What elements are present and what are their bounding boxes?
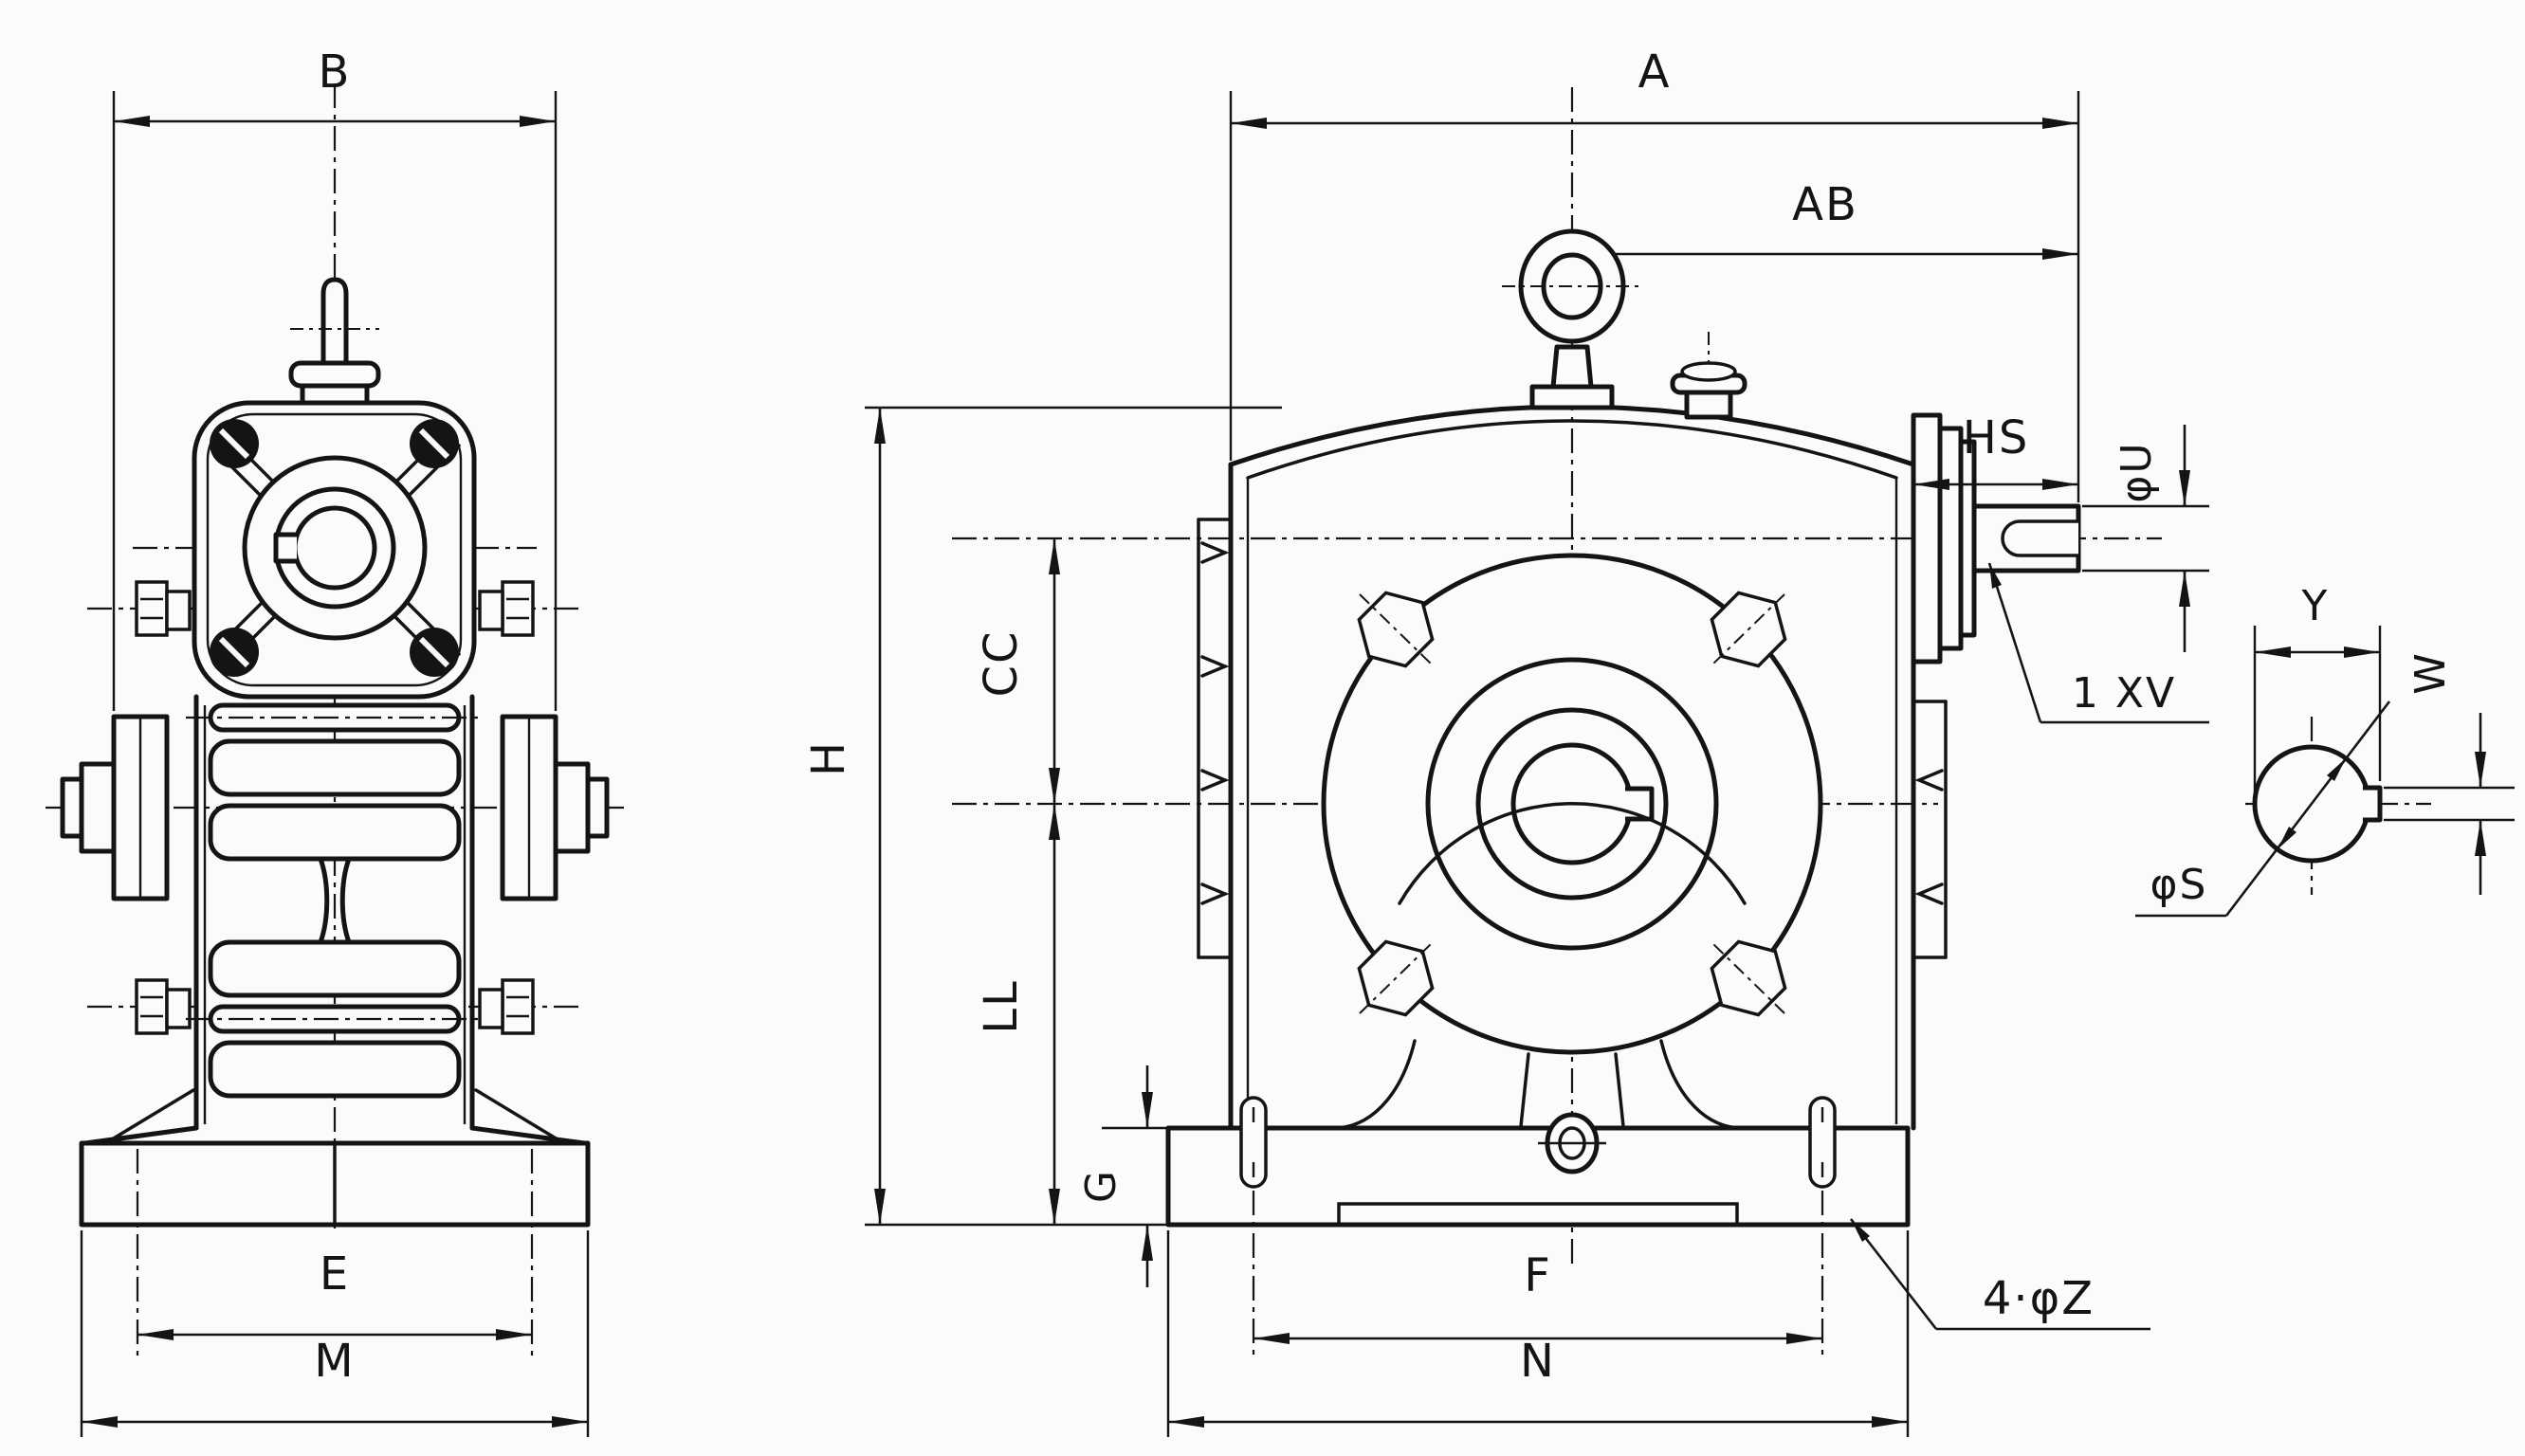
keyway-label: 1 XV xyxy=(2072,669,2176,718)
dimension-A: A xyxy=(1229,46,2080,502)
cooling-fins xyxy=(186,702,484,1099)
lifting-eye-bolt xyxy=(1502,228,1642,410)
dimension-Y: Y xyxy=(2253,582,2382,800)
cover-screws xyxy=(135,580,535,1035)
dim-label-CC: CC xyxy=(975,629,1028,697)
input-keyway-leader: 1 XV xyxy=(1987,562,2209,724)
dim-label-G: G xyxy=(1077,1169,1125,1203)
section-key xyxy=(2363,785,2383,823)
dim-label-phiS: φS xyxy=(2150,861,2208,909)
dimension-AB: AB xyxy=(1572,178,2078,260)
dim-label-E: E xyxy=(320,1247,350,1301)
dim-label-AB: AB xyxy=(1792,178,1858,231)
dimension-B: B xyxy=(112,46,558,711)
input-shaft-keyway xyxy=(2001,519,2078,557)
dim-label-F: F xyxy=(1524,1249,1552,1302)
dimension-N: N xyxy=(1166,1230,1910,1437)
dimension-E: E xyxy=(137,1247,532,1340)
output-shaft-left xyxy=(60,714,170,901)
dimension-G: G xyxy=(1077,1065,1168,1287)
input-flange-face xyxy=(192,400,477,700)
dimension-M: M xyxy=(80,1230,590,1437)
output-shaft-right xyxy=(500,714,610,901)
foot-slot-left xyxy=(1239,1096,1268,1189)
dim-label-M: M xyxy=(314,1335,355,1388)
face-hex-bolts xyxy=(1357,591,1787,1017)
front-view-base xyxy=(1165,1039,1911,1228)
dim-label-B: B xyxy=(319,46,352,99)
mounting-holes-label: 4·φZ xyxy=(1983,1272,2095,1325)
mounting-holes-leader: 4·φZ xyxy=(1849,1218,2150,1331)
dim-label-N: N xyxy=(1520,1335,1556,1388)
worm-wheel-face xyxy=(1321,553,1823,1055)
oil-fill-plug xyxy=(1670,332,1747,420)
dim-label-HS: HS xyxy=(1963,411,2030,464)
dim-label-Y: Y xyxy=(2301,582,2330,630)
dimension-W: W xyxy=(2384,651,2515,895)
housing-body xyxy=(1197,404,1948,1131)
dim-label-W: W xyxy=(2406,651,2455,695)
flange-bolts xyxy=(210,419,459,677)
vent-plug xyxy=(288,277,381,406)
bore-keyway-notch xyxy=(273,532,297,564)
side-view: B xyxy=(46,46,624,1437)
side-view-base xyxy=(79,1088,591,1356)
dim-label-A: A xyxy=(1638,46,1672,99)
dimension-LL: LL xyxy=(975,804,1060,1225)
dim-label-LL: LL xyxy=(975,979,1028,1033)
dimension-phiS: φS xyxy=(2135,701,2391,918)
front-view: A AB H CC LL xyxy=(802,46,2209,1437)
foot-slot-right xyxy=(1808,1096,1837,1189)
dimension-phiU: φU xyxy=(2082,425,2209,652)
dimension-H: H xyxy=(802,406,1282,1227)
dimension-CC: CC xyxy=(975,538,1060,804)
dimension-HS: HS xyxy=(1913,411,2078,490)
dim-label-H: H xyxy=(802,740,855,776)
output-shaft-section-detail: φS Y W xyxy=(2135,582,2515,918)
dim-label-phiU: φU xyxy=(2113,441,2161,502)
dimension-F: F xyxy=(1252,1191,1824,1359)
